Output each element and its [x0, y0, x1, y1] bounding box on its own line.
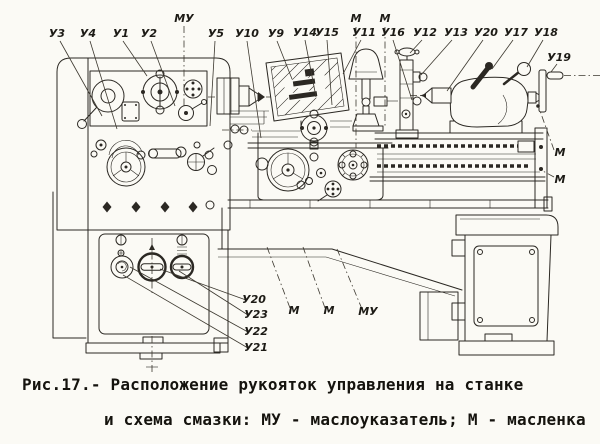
label-m-bottom-1: М [289, 304, 300, 317]
label-m-right-2: М [555, 173, 566, 186]
label-mu-bottom: МУ [358, 305, 378, 318]
label-m-top-2: М [380, 12, 391, 25]
label-u10: У10 [235, 27, 259, 40]
figure-caption-line1: Рис.17.- Расположение рукояток управлени… [22, 375, 524, 394]
spindle-chuck [208, 77, 276, 150]
label-u20-bottom: У20 [242, 293, 266, 306]
label-mu-top: МУ [174, 12, 194, 25]
right-pedestal [451, 214, 559, 356]
lower-cabinet [85, 229, 229, 372]
label-u16: У16 [381, 26, 405, 39]
label-u20-top: У20 [474, 26, 498, 39]
label-u23: У23 [244, 308, 268, 321]
label-m-top-1: М [351, 12, 362, 25]
label-m-bottom-2: М [324, 304, 335, 317]
label-u9: У9 [268, 27, 284, 40]
lathe-diagram: У3 У4 У1 У2 МУ У5 У10 У9 У14 У15 М У11 М… [49, 12, 600, 372]
label-u1: У1 [113, 27, 129, 40]
label-u18: У18 [534, 26, 558, 39]
callout-labels: У3 У4 У1 У2 МУ У5 У10 У9 У14 У15 М У11 М… [49, 12, 571, 354]
label-u2: У2 [141, 27, 157, 40]
label-u15: У15 [315, 26, 339, 39]
cross-slide [252, 109, 352, 150]
label-u5: У5 [208, 27, 224, 40]
work-lamp [348, 48, 398, 132]
label-u4: У4 [80, 27, 96, 40]
chip-pan [213, 207, 466, 353]
figure-caption-line2: и схема смазки: МУ - маслоуказатель; М -… [104, 410, 586, 429]
label-u13: У13 [444, 26, 468, 39]
label-u12: У12 [413, 26, 437, 39]
label-u17: У17 [504, 26, 528, 39]
control-column [394, 47, 428, 139]
label-m-right-1: М [555, 146, 566, 159]
label-u21: У21 [244, 341, 268, 354]
label-u11: У11 [352, 26, 376, 39]
leader-lines [59, 26, 558, 349]
carriage-apron [247, 132, 393, 202]
lathe-bed [227, 127, 553, 212]
label-u22: У22 [244, 325, 268, 338]
label-u19: У19 [547, 51, 571, 64]
label-u14: У14 [293, 26, 317, 39]
tailstock [410, 62, 600, 134]
label-u3: У3 [49, 27, 65, 40]
headstock [52, 57, 231, 339]
